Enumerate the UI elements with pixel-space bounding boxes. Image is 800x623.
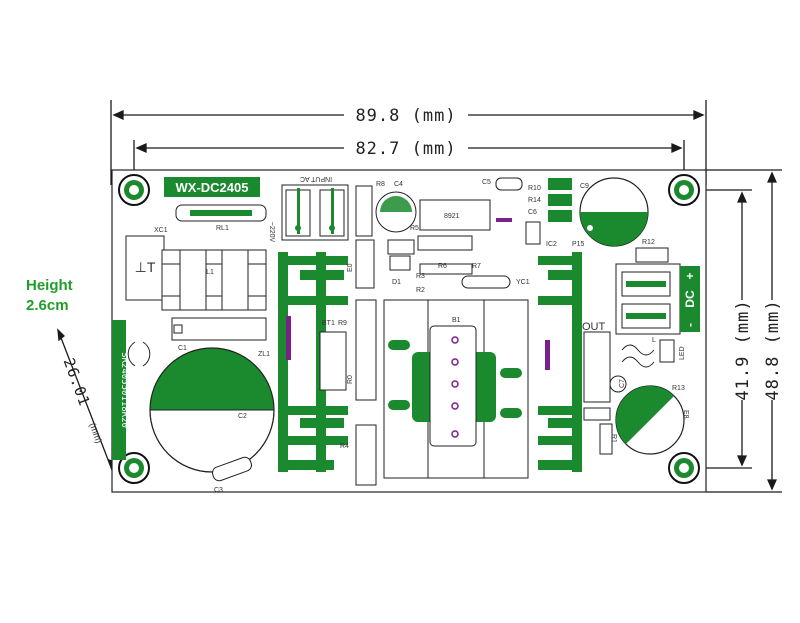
bt1-label: BT1 bbox=[322, 320, 335, 327]
height-note-label: Height bbox=[26, 277, 73, 294]
hole-spacing-width-label: 82.7 (mm) bbox=[355, 139, 456, 159]
p15-label: P15 bbox=[572, 241, 585, 248]
r4-resistor bbox=[355, 424, 377, 486]
l-label: L bbox=[652, 337, 656, 344]
e0-box bbox=[355, 239, 375, 289]
r12-label: R12 bbox=[642, 239, 655, 246]
jumper-left bbox=[286, 316, 291, 360]
input-terminal bbox=[281, 184, 349, 241]
ic-label: 8921 bbox=[444, 213, 460, 220]
d1-label: D1 bbox=[392, 279, 401, 286]
mounting-holes bbox=[118, 174, 700, 484]
c1-label: C1 bbox=[178, 345, 187, 352]
l1-label: L1 bbox=[206, 269, 214, 276]
zl1-bridge bbox=[171, 317, 267, 341]
hole-spacing-height-label: 41.9 (mm) bbox=[733, 299, 753, 400]
r3-label: R3 bbox=[416, 273, 425, 280]
xc1-label: XC1 bbox=[154, 227, 168, 234]
tt-symbol: ⊥T bbox=[135, 259, 156, 275]
side-code-strip bbox=[112, 320, 126, 460]
led-label: LED bbox=[679, 346, 686, 360]
b1-label: B1 bbox=[452, 317, 461, 324]
height-note-value: 2.6cm bbox=[26, 297, 69, 314]
e8-label: E8 bbox=[682, 410, 689, 419]
r2-label: R2 bbox=[416, 287, 425, 294]
heatsink-right bbox=[538, 252, 582, 472]
l1-choke bbox=[161, 249, 267, 311]
c7-label: C7 bbox=[619, 379, 626, 388]
diagonal-unit-label: (mm) bbox=[88, 421, 105, 444]
overall-height-label: 48.8 (mm) bbox=[763, 299, 783, 400]
c9-label: C9 bbox=[580, 183, 589, 190]
model-label: WX-DC2405 bbox=[176, 180, 249, 195]
r4-label: R4 bbox=[340, 443, 349, 450]
zl1-label: ZL1 bbox=[258, 351, 270, 358]
dc-output-terminal bbox=[615, 263, 700, 335]
c6-label: C6 bbox=[528, 209, 537, 216]
r0-resistor bbox=[355, 299, 377, 401]
side-code-label: SR240550118R20 bbox=[119, 352, 129, 428]
diagonal-value-label: 26.01 bbox=[60, 356, 94, 409]
model-badge bbox=[164, 177, 260, 197]
r13-label: R13 bbox=[672, 385, 685, 392]
yc1-label: YC1 bbox=[516, 279, 530, 286]
input-ac-label: INPUT AC bbox=[300, 175, 332, 182]
bt1-box bbox=[319, 331, 347, 391]
voltage-label: ~220V bbox=[268, 222, 275, 243]
r14-label: R14 bbox=[528, 197, 541, 204]
r5-label: R5 bbox=[410, 225, 419, 232]
r9-label: R9 bbox=[338, 320, 347, 327]
out-label: OUT bbox=[582, 321, 606, 333]
r8-label: R8 bbox=[376, 181, 385, 188]
r1-label: R1 bbox=[610, 434, 617, 443]
transformer-b1 bbox=[383, 299, 529, 479]
c3-capacitor bbox=[615, 385, 685, 455]
e0-label: E0 bbox=[347, 263, 354, 272]
r8-resistor bbox=[355, 185, 373, 237]
c9-capacitor bbox=[579, 177, 649, 247]
c3-left-label: C3 bbox=[214, 487, 223, 494]
ic2-label: IC2 bbox=[546, 241, 557, 248]
r10-label: R10 bbox=[528, 185, 541, 192]
dc-plus-label: + bbox=[683, 272, 697, 279]
c5-label: C5 bbox=[482, 179, 491, 186]
c2-label: C2 bbox=[238, 413, 247, 420]
yc1-crystal bbox=[461, 275, 511, 289]
c4-label: C4 bbox=[394, 181, 403, 188]
r0-label: R0 bbox=[347, 375, 354, 384]
overall-width-label: 89.8 (mm) bbox=[355, 106, 456, 126]
dc-label: DC bbox=[683, 290, 697, 308]
rl1-label: RL1 bbox=[216, 225, 229, 232]
r7-label: R7 bbox=[472, 263, 481, 270]
ic-8921 bbox=[419, 199, 491, 231]
dc-minus-label: - bbox=[683, 323, 697, 327]
jumper-right bbox=[545, 340, 550, 370]
c2-capacitor bbox=[149, 347, 275, 473]
height-note: Height 2.6cm bbox=[26, 276, 73, 316]
r6-label: R6 bbox=[438, 263, 447, 270]
